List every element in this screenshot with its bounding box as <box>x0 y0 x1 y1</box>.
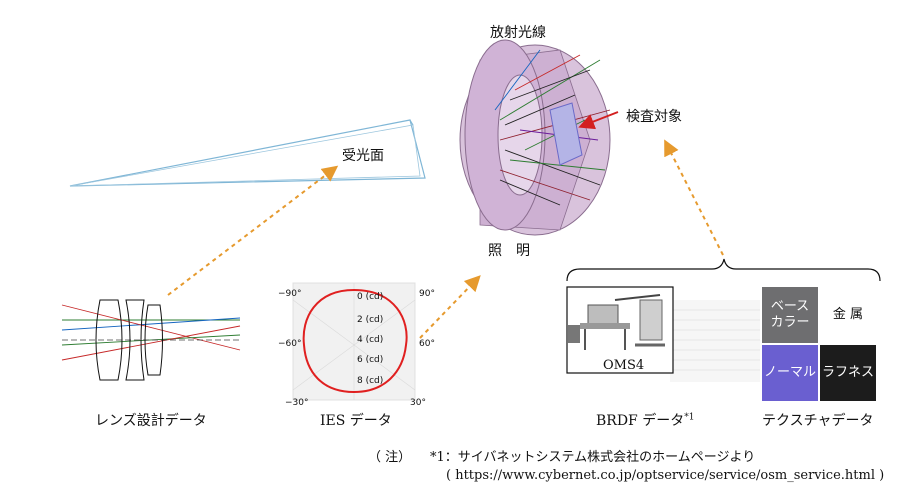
ies-ring-label: 6 (cd) <box>357 355 384 365</box>
oms4-device-photo <box>566 286 674 374</box>
receiving-surface-label: 受光面 <box>342 148 384 164</box>
texture-metal: 金 属 <box>820 287 876 343</box>
brdf-data-text: BRDF データ <box>596 413 685 429</box>
footnote-url: ( https://www.cybernet.co.jp/optservice/… <box>446 468 885 483</box>
brdf-note-mark: *1 <box>684 412 695 423</box>
footnote-text: *1：サイバネットシステム株式会社のホームページより <box>430 450 756 465</box>
radiation-label: 放射光線 <box>490 25 546 41</box>
target-pointer-arrow <box>578 111 619 130</box>
ies-angle-neg60: −60° <box>278 339 302 349</box>
lens-design-data-label: レンズ設計データ <box>95 413 207 429</box>
ies-ring-label: 2 (cd) <box>357 315 384 325</box>
arrow-ies-to-lighting <box>419 275 481 339</box>
ies-ring-label: 0 (cd) <box>357 292 384 302</box>
texture-roughness: ラフネス <box>820 345 876 401</box>
brdf-data-table <box>670 300 760 382</box>
inspection-target-plate <box>549 102 583 166</box>
ies-data-label: IES データ <box>320 413 392 429</box>
ies-angle-neg90: −90° <box>278 289 302 299</box>
texture-base-color: ベース カラー <box>762 287 818 343</box>
lens-design-drawing <box>61 299 241 381</box>
brdf-data-label: BRDF データ*1 <box>596 410 694 430</box>
lighting-label: 照 明 <box>488 243 530 259</box>
texture-normal: ノーマル <box>762 345 818 401</box>
ies-angle-60: 60° <box>419 339 435 349</box>
ies-polar-plot <box>292 282 416 401</box>
footnote-prefix: （ 注） <box>368 450 412 465</box>
lighting-ring <box>459 39 611 236</box>
arrow-lens-to-surface <box>167 165 339 296</box>
arrow-brace-to-target <box>664 139 724 256</box>
oms4-label: OMS4 <box>603 358 645 373</box>
ies-angle-90: 90° <box>419 289 435 299</box>
ies-ring-label: 4 (cd) <box>357 335 384 345</box>
receiving-surface-shape <box>69 119 426 187</box>
texture-data-label: テクスチャデータ <box>762 413 874 429</box>
data-group-brace <box>566 258 881 282</box>
inspection-target-label: 検査対象 <box>626 109 682 125</box>
ies-ring-label: 8 (cd) <box>357 376 384 386</box>
ies-angle-neg30: −30° <box>285 398 309 408</box>
ies-angle-30: 30° <box>410 398 426 408</box>
